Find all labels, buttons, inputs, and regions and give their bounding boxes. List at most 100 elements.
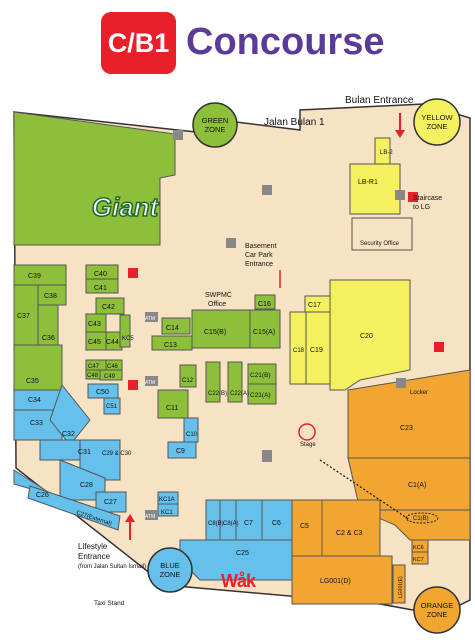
label-c36: C36: [42, 335, 55, 342]
label-c9: C9: [176, 448, 185, 455]
unit-c14[interactable]: [161, 317, 191, 335]
zone-markers: [147, 98, 461, 634]
label-c41: C41: [94, 285, 107, 292]
label-lg001e: LG001(E): [398, 576, 404, 598]
label-c26: C26: [36, 492, 49, 499]
unit-c8b[interactable]: [205, 499, 221, 541]
label-c29c30: C29 & C30: [102, 451, 132, 457]
unit-c2c3[interactable]: [321, 499, 381, 557]
unit-c42[interactable]: [95, 297, 125, 315]
street-label: Jalan Bulan 1: [264, 117, 325, 128]
stage[interactable]: [298, 423, 316, 441]
label-basement-3: Entrance: [245, 261, 273, 268]
unit-c22a[interactable]: [227, 361, 243, 403]
label-c12: C12: [182, 378, 194, 384]
label-swpmc-1: SWPMC: [205, 292, 232, 299]
unit-c8a[interactable]: [219, 499, 237, 541]
unit-kc5[interactable]: [119, 314, 131, 348]
unit-c11[interactable]: [157, 389, 189, 419]
label-c16: C16: [258, 301, 271, 308]
unit-lg001e[interactable]: [392, 564, 406, 604]
unit-c10[interactable]: [183, 417, 199, 443]
unit-c27[interactable]: [95, 491, 127, 513]
unit-c22b[interactable]: [205, 361, 221, 403]
info-icon[interactable]: [262, 185, 272, 195]
info-icon[interactable]: [262, 450, 272, 462]
unit-c51[interactable]: [103, 397, 121, 415]
yellow-zone-units: [289, 137, 411, 391]
label-stage: Stage: [300, 442, 316, 448]
label-c25: C25: [236, 550, 249, 557]
green-zone-marker[interactable]: [192, 102, 238, 148]
label-security: Security Office: [360, 241, 400, 247]
unit-c12[interactable]: [179, 364, 197, 388]
blue-zone-units: [13, 383, 293, 581]
unit-lg001d[interactable]: [291, 555, 393, 605]
yellow-zone-marker[interactable]: [413, 98, 461, 146]
page-header: C/B1 Concourse: [0, 0, 475, 80]
label-c2c3: C2 & C3: [336, 530, 363, 537]
green-zone-label-2: ZONE: [205, 125, 226, 134]
label-c49: C49: [104, 374, 116, 380]
label-c50: C50: [96, 389, 109, 396]
label-lb2: LB-2: [380, 150, 393, 156]
green-units-center: [151, 294, 281, 419]
orange-zone-units: [291, 369, 471, 605]
label-c7: C7: [244, 520, 253, 527]
label-c35: C35: [26, 378, 39, 385]
label-staircase-1: Staircase: [413, 195, 442, 202]
label-c18: C18: [293, 348, 305, 354]
orange-zone-marker[interactable]: [413, 586, 461, 634]
unit-c50[interactable]: [87, 383, 119, 399]
bulan-entrance-label: Bulan Entrance: [345, 95, 414, 106]
label-c22b: C22(B): [208, 391, 227, 397]
label-basement-1: Basement: [245, 243, 277, 250]
unit-c1b[interactable]: [359, 509, 471, 541]
unit-c19[interactable]: [305, 311, 331, 385]
unit-c20[interactable]: [329, 279, 411, 391]
label-lg001d: LG001(D): [320, 578, 351, 585]
atm-icon[interactable]: [145, 376, 158, 386]
restroom-icon[interactable]: [434, 342, 444, 352]
unit-c31[interactable]: [39, 439, 81, 461]
lifestyle-entrance-arrowhead: [125, 514, 135, 522]
locker-icon[interactable]: [396, 378, 406, 388]
security-office[interactable]: [351, 217, 413, 251]
label-c40: C40: [94, 271, 107, 278]
unit-c29c30[interactable]: [79, 439, 121, 481]
label-kc5: KC5: [122, 336, 134, 342]
label-kc1a: KC1A: [159, 497, 175, 503]
lift-icon[interactable]: [226, 238, 236, 248]
unit-c41[interactable]: [85, 278, 119, 294]
unit-kc7[interactable]: [411, 551, 429, 565]
restroom-icon[interactable]: [128, 268, 138, 278]
unit-c9[interactable]: [167, 441, 197, 459]
unit-c21a[interactable]: [247, 383, 277, 405]
giant-anchor-store[interactable]: [13, 111, 176, 246]
atm-icon[interactable]: [145, 510, 158, 520]
escalator-icon[interactable]: [395, 190, 405, 200]
label-c51: C51: [106, 404, 118, 410]
atm-icon[interactable]: [145, 312, 158, 322]
label-c10: C10: [186, 432, 198, 438]
lifestyle-label-2: Entrance: [78, 552, 111, 561]
label-c22a: C22(A): [230, 391, 249, 397]
lift-icon[interactable]: [173, 130, 183, 140]
label-kc1: KC1: [161, 510, 173, 516]
label-c6: C6: [272, 520, 281, 527]
c1b-marker[interactable]: [405, 512, 439, 524]
label-c19: C19: [310, 347, 323, 354]
taxi-stand-label: Taxi Stand: [94, 600, 125, 607]
unit-c27-external[interactable]: [27, 485, 121, 531]
restroom-icon[interactable]: [128, 380, 138, 390]
label-c21a: C21(A): [250, 392, 271, 399]
unit-c49[interactable]: [99, 369, 123, 381]
amenities: [128, 130, 444, 524]
unit-c7[interactable]: [235, 499, 263, 541]
unit-c15a[interactable]: [249, 309, 281, 349]
unit-c16[interactable]: [254, 294, 276, 310]
unit-lbr1[interactable]: [349, 163, 401, 215]
restroom-icon[interactable]: [408, 192, 418, 202]
blue-zone-label-2: ZONE: [160, 570, 181, 579]
blue-zone-marker[interactable]: [147, 547, 193, 593]
